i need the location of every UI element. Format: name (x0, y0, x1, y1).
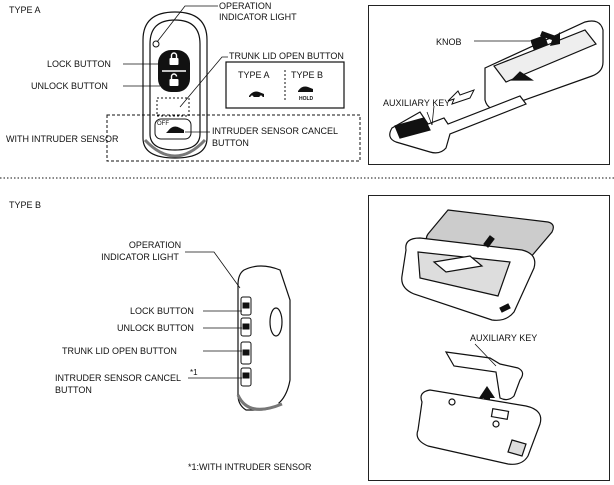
off-text: OFF (157, 121, 169, 127)
type-b-auxiliary-key-label: AUXILIARY KEY (470, 333, 538, 343)
type-b-intruder-cancel-label-2: BUTTON (55, 385, 92, 395)
inset-type-b-label: TYPE B (291, 70, 324, 80)
type-b-operation-indicator-label-1: OPERATION (128, 240, 182, 250)
unlock-icon (242, 323, 250, 330)
type-a-trunk-button-area (156, 97, 190, 117)
inset-type-a-label: TYPE A (238, 70, 270, 80)
auxiliary-key-type-b (444, 351, 524, 401)
type-a-title: TYPE A (9, 5, 41, 15)
type-b-trunk-button-label: TRUNK LID OPEN BUTTON (62, 346, 177, 356)
type-a-operation-indicator-label-1: OPERATION (219, 1, 272, 11)
intruder-cancel-icon (242, 372, 250, 379)
with-intruder-sensor-label: WITH INTRUDER SENSOR (6, 134, 119, 144)
intruder-sensor-dashed-box (106, 114, 361, 162)
type-a-intruder-cancel-label-1: INTRUDER SENSOR CANCEL (212, 126, 339, 136)
type-a-operation-indicator-light (152, 40, 160, 48)
type-b-leader-lines (185, 251, 242, 379)
trunk-button-inset-box (225, 61, 345, 109)
unlock-icon (169, 73, 179, 86)
type-b-unlock-button-label: UNLOCK BUTTON (117, 323, 194, 333)
type-b-fob-open (401, 235, 536, 321)
arrow-knob (540, 31, 560, 46)
lock-icon (242, 302, 250, 309)
auxiliary-key-type-a (389, 95, 527, 154)
type-b-title: TYPE B (9, 200, 42, 210)
type-b-lock-button-label: LOCK BUTTON (130, 306, 194, 316)
type-b-intruder-cancel-label-1: INTRUDER SENSOR CANCEL (55, 373, 182, 383)
type-a-operation-indicator-label-2: INDICATOR LIGHT (219, 12, 297, 22)
note-marker: *1 (190, 368, 198, 377)
knob-label: KNOB (436, 37, 462, 47)
type-a-unlock-button-label: UNLOCK BUTTON (31, 81, 108, 91)
arrow-key-pull (447, 89, 476, 105)
lock-icon (169, 52, 179, 65)
trunk-icon-type-a (249, 91, 264, 99)
type-a-auxiliary-key-label: AUXILIARY KEY (383, 98, 451, 108)
type-a-lock-unlock-buttons (158, 50, 190, 92)
aux-key-leader-line (474, 343, 497, 367)
trunk-icon (242, 349, 250, 356)
type-a-intruder-cancel-button (154, 118, 192, 140)
type-b-operation-indicator-label-2: INDICATOR LIGHT (101, 252, 179, 262)
trunk-icon-type-b (298, 86, 313, 92)
type-a-leader-lines (123, 5, 228, 133)
type-b-side-buttons (240, 296, 252, 387)
type-b-key-fob (236, 265, 291, 411)
knob-leader-lines (426, 40, 530, 126)
type-a-lock-button-label: LOCK BUTTON (47, 59, 111, 69)
type-a-intruder-cancel-label-2: BUTTON (212, 138, 249, 148)
type-a-trunk-button-label: TRUNK LID OPEN BUTTON (229, 51, 344, 61)
hold-text: HOLD (299, 96, 314, 102)
footnote: *1:WITH INTRUDER SENSOR (188, 462, 312, 472)
type-b-fob-base (416, 389, 542, 465)
